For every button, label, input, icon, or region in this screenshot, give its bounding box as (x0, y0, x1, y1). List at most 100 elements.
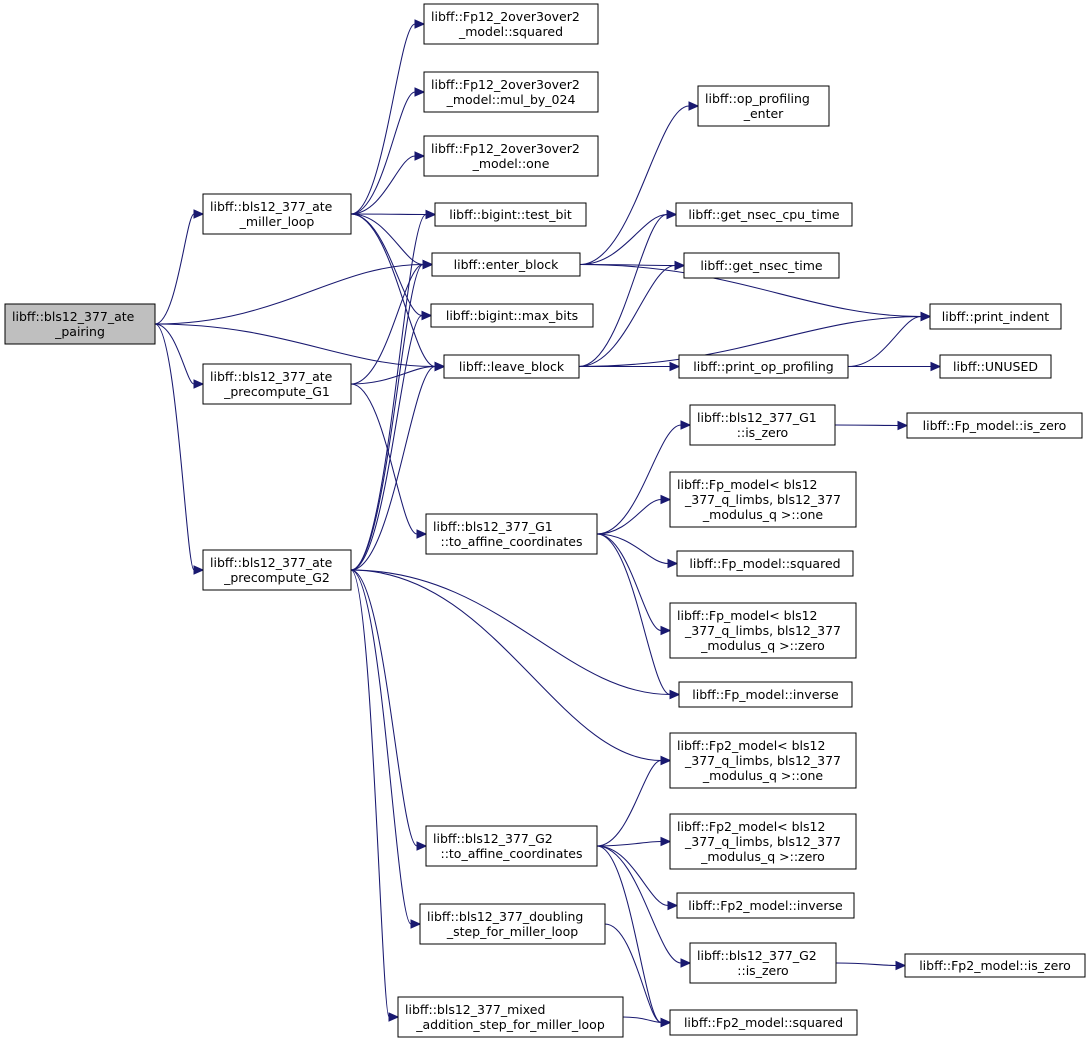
node-label-line: libff::Fp_model::squared (689, 556, 840, 571)
node-box (202, 549, 352, 591)
node-label-line: _addition_step_for_miller_loop (415, 1017, 605, 1032)
node-op-profiling-enter[interactable]: libff::op_profiling_enter (697, 85, 830, 127)
edge-precompute-g2-to-mixed-addition-step (350, 569, 390, 1018)
node-box (443, 354, 580, 379)
node-label-line: libff::bls12_377_G1 (697, 410, 817, 425)
node-box (425, 513, 598, 555)
node-label-line: ::to_affine_coordinates (440, 534, 582, 549)
node-print-op-profiling[interactable]: libff::print_op_profiling (678, 354, 849, 379)
arrowhead (680, 958, 692, 968)
node-enter-block[interactable]: libff::enter_block (431, 252, 581, 277)
edge-pairing-to-enter-block (154, 263, 424, 325)
node-fp12-squared[interactable]: libff::Fp12_2over3over2_model::squared (423, 3, 599, 45)
node-label-line: libff::bigint::test_bit (449, 207, 572, 222)
node-unused[interactable]: libff::UNUSED (939, 354, 1052, 379)
node-label-line: _modulus_q >::zero (700, 638, 825, 653)
node-miller-loop[interactable]: libff::bls12_377_ate_miller_loop (202, 193, 352, 235)
arrowhead (434, 361, 446, 372)
node-box (689, 404, 836, 446)
node-print-indent[interactable]: libff::print_indent (929, 303, 1062, 330)
arrowhead (674, 260, 686, 271)
node-label-line: libff::bigint::max_bits (446, 308, 578, 323)
edge-g2-is-zero-to-fp2-is-zero (835, 962, 897, 967)
node-box (202, 193, 352, 235)
node-g1-is-zero[interactable]: libff::bls12_377_G1::is_zero (689, 404, 836, 446)
node-fp-is-zero[interactable]: libff::Fp_model::is_zero (906, 412, 1083, 439)
node-label-line: _377_q_limbs, bls12_377 (684, 623, 841, 638)
node-pairing[interactable]: libff::bls12_377_ate_pairing (4, 303, 156, 345)
edge-g1-to-affine-to-fp-inverse (596, 533, 671, 696)
edge-g1-to-affine-to-fp-zero (596, 533, 662, 632)
node-label-line: libff::Fp12_2over3over2 (431, 77, 580, 92)
node-fp-one[interactable]: libff::Fp_model< bls12_377_q_limbs, bls1… (669, 471, 857, 528)
node-label-line: libff::Fp2_model::squared (684, 1015, 843, 1030)
arrowhead (425, 209, 437, 220)
node-g2-is-zero[interactable]: libff::bls12_377_G2::is_zero (689, 942, 837, 984)
arrowhead (388, 1012, 400, 1022)
arrowhead (669, 689, 681, 700)
node-box (689, 942, 837, 984)
node-box (678, 681, 853, 708)
node-label-line: libff::bls12_377_ate (12, 309, 135, 324)
node-label-line: libff::print_indent (942, 309, 1049, 324)
node-fp-inverse[interactable]: libff::Fp_model::inverse (678, 681, 853, 708)
arrowhead (660, 1017, 672, 1028)
node-g2-to-affine[interactable]: libff::bls12_377_G2::to_affine_coordinat… (425, 825, 598, 867)
node-box (675, 202, 853, 227)
arrowhead (193, 209, 205, 219)
node-box (683, 252, 840, 279)
node-label-line: libff::Fp_model< bls12 (677, 477, 818, 492)
node-label-line: libff::bls12_377_G2 (433, 831, 553, 846)
node-fp-squared[interactable]: libff::Fp_model::squared (676, 550, 854, 577)
edge-g2-to-affine-to-fp2-inverse (596, 845, 669, 907)
node-get-nsec-time[interactable]: libff::get_nsec_time (683, 252, 840, 279)
node-fp12-one[interactable]: libff::Fp12_2over3over2_model::one (423, 135, 599, 177)
node-label-line: libff::Fp12_2over3over2 (431, 141, 580, 156)
node-label-line: libff::Fp_model::is_zero (923, 418, 1067, 433)
edge-enter-block-to-get-nsec-cpu-time (579, 213, 668, 266)
node-fp2-is-zero[interactable]: libff::Fp2_model::is_zero (904, 953, 1086, 978)
node-mixed-addition-step[interactable]: libff::bls12_377_mixed_addition_step_for… (397, 996, 624, 1038)
node-fp2-inverse[interactable]: libff::Fp2_model::inverse (676, 892, 855, 919)
node-box (397, 996, 624, 1038)
node-box (431, 252, 581, 277)
node-box (676, 550, 854, 577)
node-label-line: libff::bls12_377_ate (210, 199, 333, 214)
arrowhead (416, 841, 428, 851)
node-box (697, 85, 830, 127)
node-leave-block[interactable]: libff::leave_block (443, 354, 580, 379)
node-label-line: libff::bls12_377_doubling (427, 909, 583, 924)
edge-enter-block-to-op-profiling-enter (579, 105, 690, 266)
node-fp-zero[interactable]: libff::Fp_model< bls12_377_q_limbs, bls1… (669, 602, 857, 659)
node-label-line: libff::enter_block (454, 257, 559, 272)
edge-leave-block-to-get-nsec-time (578, 264, 676, 368)
node-fp2-one[interactable]: libff::Fp2_model< bls12_377_q_limbs, bls… (669, 732, 857, 789)
node-precompute-g1[interactable]: libff::bls12_377_ate_precompute_G1 (202, 363, 352, 405)
node-label-line: libff::bls12_377_ate (210, 369, 333, 384)
node-label-line: libff::leave_block (459, 359, 565, 374)
edge-miller-loop-to-fp12-squared (350, 23, 416, 215)
node-label-line: libff::bls12_377_ate (210, 555, 333, 570)
node-box (669, 602, 857, 659)
arrowhead (410, 919, 422, 929)
node-label-line: ::is_zero (737, 963, 788, 978)
edge-precompute-g2-to-g2-to-affine (350, 569, 418, 847)
node-fp2-zero[interactable]: libff::Fp2_model< bls12_377_q_limbs, bls… (669, 813, 857, 870)
node-fp2-squared[interactable]: libff::Fp2_model::squared (669, 1009, 858, 1036)
arrowhead (669, 361, 681, 372)
node-bigint-max-bits[interactable]: libff::bigint::max_bits (430, 303, 594, 328)
node-get-nsec-cpu-time[interactable]: libff::get_nsec_cpu_time (675, 202, 853, 227)
node-g1-to-affine[interactable]: libff::bls12_377_G1::to_affine_coordinat… (425, 513, 598, 555)
arrowhead (667, 558, 679, 569)
edge-precompute-g2-to-fp2-one (350, 569, 662, 762)
node-box (4, 303, 156, 345)
arrowhead (666, 209, 678, 220)
edge-mixed-addition-step-to-fp2-squared (622, 1016, 662, 1024)
node-doubling-step[interactable]: libff::bls12_377_doubling_step_for_mille… (419, 903, 606, 945)
node-precompute-g2[interactable]: libff::bls12_377_ate_precompute_G2 (202, 549, 352, 591)
node-fp12-mul-by-024[interactable]: libff::Fp12_2over3over2_model::mul_by_02… (423, 71, 599, 113)
node-bigint-test-bit[interactable]: libff::bigint::test_bit (434, 202, 587, 227)
node-box (434, 202, 587, 227)
edge-g1-to-affine-to-fp-one (596, 498, 662, 535)
node-label-line: _model::one (472, 156, 550, 171)
